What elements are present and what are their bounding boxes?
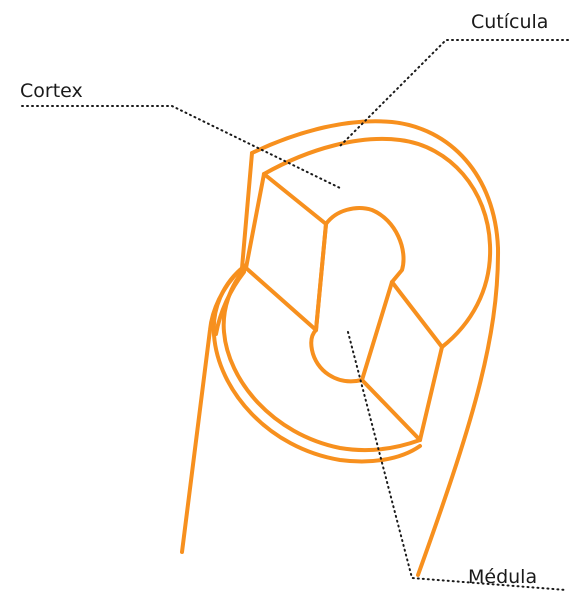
cortex-wedge-diagonal-right [392,282,442,347]
label-cortex: Cortex [20,82,83,101]
cortex-wedge-diagonal-left [246,268,316,330]
leader-line-cuticula [338,40,568,148]
hair-shaft [182,121,498,575]
leader-lines [22,40,568,590]
cortex-inner-arc [224,268,420,450]
leader-line-cortex [22,106,340,188]
cortex [214,139,490,462]
hair-shaft-left-strand-outer [182,270,240,552]
medula [311,208,403,381]
label-cuticula: Cutícula [471,13,548,32]
cortex-wedge-bottom-diagonal [362,380,420,440]
cortex-wedge-lower-edge [420,347,442,440]
medula-core-outline [311,208,403,381]
label-medula: Médula [468,568,537,587]
cuticle-outer-boundary [252,121,498,575]
